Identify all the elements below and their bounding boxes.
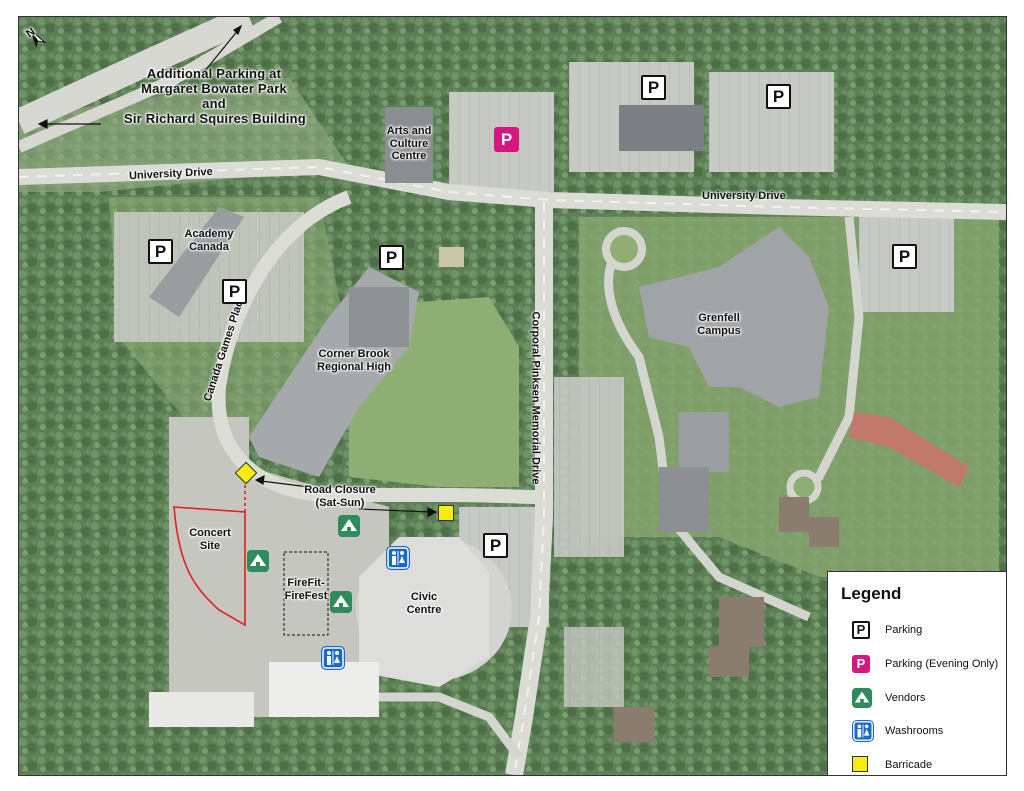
vendor-tent-icon — [330, 591, 352, 613]
vendor-tent-icon — [852, 688, 872, 708]
road-closure-label: Road Closure (Sat-Sun) — [304, 484, 376, 509]
firefit-area-boundary — [283, 551, 329, 636]
legend-item-washrooms: Washrooms — [842, 720, 1006, 744]
legend-item-vendors: Vendors — [842, 687, 1006, 711]
pinksen-drive-label: Corporal Pinksen Memorial Drive — [529, 311, 542, 485]
regional-high-label: Corner Brook Regional High — [317, 348, 391, 373]
concert-site-label: Concert Site — [189, 527, 231, 552]
parking-evening-icon: P — [494, 127, 519, 152]
civic-centre-label: Civic Centre — [406, 591, 442, 616]
washroom-icon — [321, 646, 345, 670]
legend-item-parking-evening: P Parking (Evening Only) — [842, 653, 1006, 677]
parking-icon: P — [222, 279, 247, 304]
legend-title: Legend — [841, 584, 902, 603]
academy-canada-label: Academy Canada — [184, 228, 234, 253]
grenfell-campus-label: Grenfell Campus — [697, 312, 741, 337]
event-overlay — [37, 24, 438, 636]
vendor-tent-icon — [247, 550, 269, 572]
vendor-tent-icon — [338, 515, 360, 537]
parking-icon: P — [852, 621, 870, 639]
arts-culture-centre-label: Arts and Culture Centre — [386, 125, 432, 163]
legend-item-parking: P Parking — [842, 619, 1006, 643]
university-drive-east-label: University Drive — [702, 190, 786, 202]
concert-site-boundary — [173, 506, 246, 627]
map-legend: Legend P Parking P Parking (Evening Only… — [827, 571, 1006, 775]
parking-icon: P — [148, 239, 173, 264]
firefit-firefest-label: FireFit- FireFest — [284, 577, 328, 602]
parking-evening-icon: P — [852, 655, 870, 673]
parking-icon: P — [483, 533, 508, 558]
washroom-icon — [386, 546, 410, 570]
parking-icon: P — [766, 84, 791, 109]
barricade-icon — [852, 756, 868, 772]
parking-icon: P — [641, 75, 666, 100]
parking-icon: P — [379, 245, 404, 270]
north-arrow-icon — [28, 28, 47, 49]
barricade-icon — [438, 505, 454, 521]
washroom-icon — [852, 720, 874, 742]
annotation-arrows — [37, 24, 438, 517]
legend-item-barricade: Barricade — [842, 754, 1006, 775]
additional-parking-label: Additional Parking at Margaret Bowater P… — [124, 66, 306, 126]
map-frame: N Additional Parking at Margaret Bowater… — [18, 16, 1007, 776]
parking-icon: P — [892, 244, 917, 269]
